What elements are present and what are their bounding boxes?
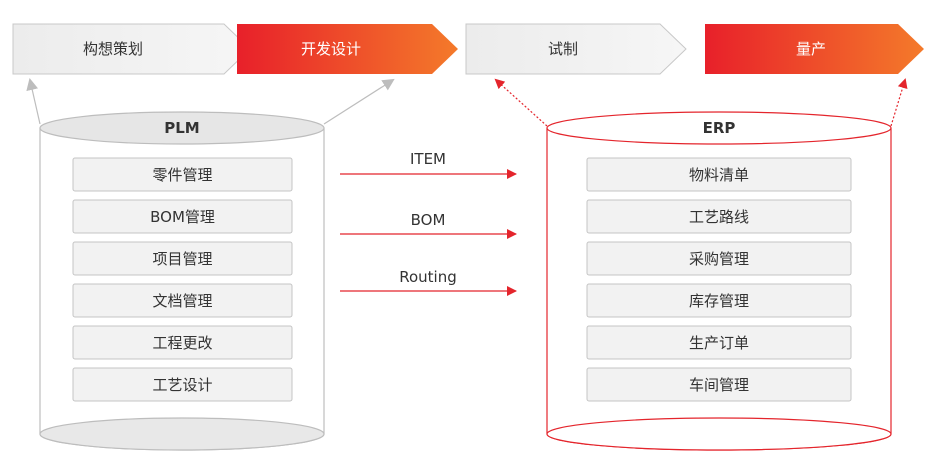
stage-label: 量产 (796, 40, 826, 58)
module-label: 零件管理 (152, 166, 212, 184)
module-box (72, 325, 293, 360)
flow-item: ITEM (340, 150, 517, 179)
module-label: 物料清单 (689, 166, 749, 184)
erp-module-item[interactable]: 工艺路线 (586, 199, 852, 234)
module-box (72, 283, 293, 318)
module-box (586, 367, 852, 402)
plm-cylinder-top (39, 111, 325, 145)
plm-module-item[interactable]: 零件管理 (72, 157, 293, 192)
module-label: 项目管理 (152, 250, 212, 268)
stage-concept-planning[interactable]: 构想策划 (12, 23, 251, 75)
stage-label: 试制 (548, 40, 578, 58)
plm-module-item[interactable]: 工艺设计 (72, 367, 293, 402)
plm-module-item[interactable]: 项目管理 (72, 241, 293, 276)
erp-cylinder-top (546, 111, 892, 145)
erp-module-item[interactable]: 生产订单 (586, 325, 852, 360)
stage-development-design[interactable]: 开发设计 (237, 24, 458, 74)
plm-module-item[interactable]: 工程更改 (72, 325, 293, 360)
stage-trial-production[interactable]: 试制 (465, 23, 687, 75)
plm-module-item[interactable]: 文档管理 (72, 283, 293, 318)
stage-label: 构想策划 (83, 40, 143, 58)
erp-to-mass-arrow (890, 78, 908, 127)
module-label: 文档管理 (152, 292, 212, 310)
erp-module-item[interactable]: 库存管理 (586, 283, 852, 318)
module-box (586, 283, 852, 318)
module-label: 车间管理 (689, 376, 749, 394)
plm-cylinder-bottom (39, 417, 325, 451)
flow-label-bom: BOM (411, 211, 446, 229)
module-box (72, 367, 293, 402)
erp-title: ERP (703, 119, 736, 137)
module-label: BOM管理 (150, 208, 215, 226)
module-label: 采购管理 (689, 250, 749, 268)
erp-module-item[interactable]: 车间管理 (586, 367, 852, 402)
flow-routing: Routing (340, 268, 517, 296)
module-box (586, 199, 852, 234)
module-label: 工艺设计 (152, 376, 212, 394)
plm-title: PLM (164, 119, 199, 137)
module-box (586, 241, 852, 276)
module-label: 库存管理 (689, 292, 749, 310)
module-label: 生产订单 (689, 334, 749, 352)
module-label: 工艺路线 (689, 208, 749, 226)
erp-to-trial-arrow (494, 78, 548, 127)
module-label: 工程更改 (152, 334, 212, 352)
erp-module-item[interactable]: 物料清单 (586, 157, 852, 192)
module-box (586, 157, 852, 192)
module-box (72, 241, 293, 276)
plm-module-item[interactable]: BOM管理 (72, 199, 293, 234)
stage-bar: 构想策划 开发设计 试制 量产 (12, 23, 924, 75)
stage-label: 开发设计 (301, 40, 361, 58)
module-box (72, 157, 293, 192)
plm-to-design-arrow (323, 78, 395, 125)
erp-module-item[interactable]: 采购管理 (586, 241, 852, 276)
flow-bom: BOM (340, 211, 517, 239)
flow-label-item: ITEM (410, 150, 446, 168)
erp-cylinder-bottom (546, 417, 892, 451)
module-box (586, 325, 852, 360)
stage-mass-production[interactable]: 量产 (705, 24, 924, 74)
module-box (72, 199, 293, 234)
flow-label-routing: Routing (399, 268, 457, 286)
plm-to-concept-arrow (26, 78, 41, 125)
